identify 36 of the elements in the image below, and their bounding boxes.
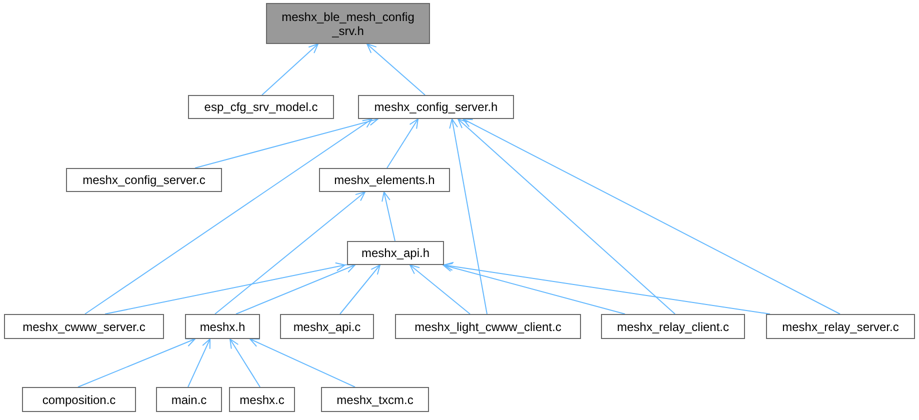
arrow [194, 116, 378, 168]
file-box: meshx_relay_server.c [766, 314, 915, 339]
file-box: esp_cfg_srv_model.c [188, 95, 334, 119]
arrow [386, 118, 418, 168]
file-box: meshx_cwww_server.c [4, 314, 164, 339]
arrow [250, 338, 356, 388]
arrow [458, 118, 676, 314]
arrow [236, 264, 356, 314]
file-box: meshx_ble_mesh_config_srv.h [266, 3, 430, 44]
file-box: meshx.h [185, 314, 260, 339]
file-box: meshx.c [229, 387, 295, 412]
file-box: meshx_api.c [280, 314, 374, 339]
arrow [462, 118, 840, 314]
arrow [104, 262, 346, 314]
arrow [449, 118, 488, 314]
arrow [410, 264, 470, 314]
file-box: meshx_config_server.c [66, 168, 222, 192]
file-box: meshx_elements.h [319, 168, 450, 192]
arrow [382, 192, 396, 242]
arrow [442, 262, 626, 314]
file-box: meshx_light_cwww_client.c [395, 314, 581, 339]
arrow [262, 44, 318, 96]
file-box: meshx_config_server.h [358, 95, 514, 119]
arrow [340, 264, 380, 314]
arrow [84, 118, 372, 314]
file-box: composition.c [22, 387, 136, 412]
file-box: main.c [156, 387, 222, 412]
arrow [188, 338, 210, 388]
file-box: meshx_relay_client.c [601, 314, 745, 339]
arrow [78, 338, 196, 388]
arrow [230, 338, 260, 388]
file-box: meshx_api.h [347, 241, 444, 265]
arrow [444, 262, 770, 314]
arrow [214, 192, 366, 314]
file-box: meshx_txcm.c [321, 387, 429, 412]
arrow [366, 44, 426, 96]
